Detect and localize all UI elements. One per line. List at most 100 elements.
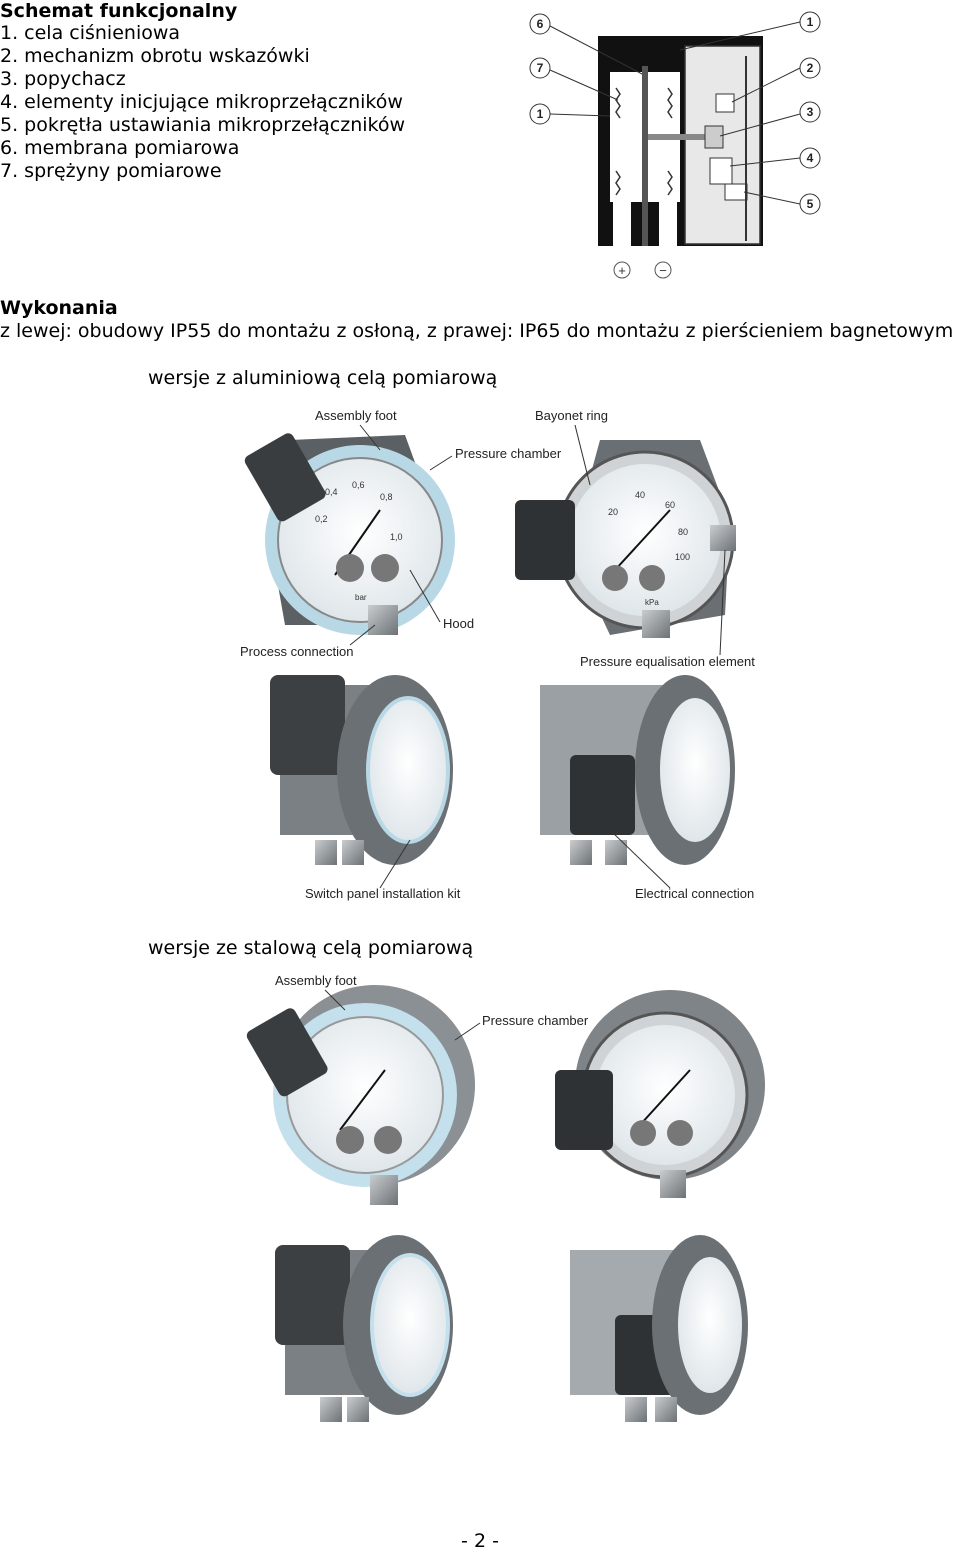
minus-symbol: −	[654, 261, 672, 279]
electrical-connector	[270, 675, 345, 775]
versions-description: z lewej: obudowy IP55 do montażu z osłon…	[0, 320, 954, 342]
svg-text:0,6: 0,6	[352, 480, 365, 490]
callout-right-2: 2	[731, 57, 821, 103]
set-point-knob-2	[374, 1126, 402, 1154]
pressure-equalisation-element	[710, 525, 736, 551]
list-item: 2. mechanizm obrotu wskazówki	[0, 45, 310, 67]
svg-text:−: −	[659, 263, 667, 278]
gauge-ip65-front: 20 40 60 80 100 kPa	[515, 440, 736, 638]
svg-text:0,4: 0,4	[325, 487, 338, 497]
port-plus	[613, 202, 631, 246]
process-connection-port	[625, 1397, 647, 1422]
svg-text:3: 3	[807, 105, 814, 119]
svg-text:+: +	[618, 263, 626, 278]
electrical-connector	[555, 1070, 613, 1150]
svg-text:bar: bar	[355, 593, 367, 602]
switch-initiators	[709, 157, 733, 185]
aluminium-versions-illustration: 0,4 0,6 0,2 0,8 1,0 bar 20 40 60 80 100 …	[240, 408, 755, 901]
process-connection-port	[342, 840, 364, 865]
steel-subtitle: wersje ze stalową celą pomiarową	[148, 937, 474, 959]
electrical-connector	[246, 1008, 328, 1097]
leader-line	[349, 624, 376, 646]
steel-gauge-ip55-front	[246, 985, 475, 1205]
electrical-connector	[244, 433, 326, 522]
svg-text:6: 6	[537, 17, 544, 31]
pointer-mechanism	[704, 125, 724, 149]
leader-line	[429, 455, 453, 471]
set-point-knob-1	[630, 1120, 656, 1146]
svg-text:20: 20	[608, 507, 618, 517]
svg-text:7: 7	[537, 61, 544, 75]
list-item: 3. popychacz	[0, 68, 126, 90]
callout-right-1: 1	[679, 11, 821, 51]
leader-line	[454, 1022, 481, 1041]
pointer	[339, 1069, 386, 1131]
set-point-knob-1	[336, 1126, 364, 1154]
set-point-knob-1	[336, 554, 364, 582]
process-connection-port	[660, 1170, 686, 1198]
steel-versions-illustration: Assembly foot Pressure chamber	[246, 973, 765, 1422]
callout-left-6: 6	[529, 13, 643, 75]
steel-gauge-ip65-side	[570, 1235, 748, 1422]
pointer	[639, 1069, 691, 1126]
dial-face	[366, 696, 450, 844]
dial-face	[660, 698, 730, 842]
dial-face	[569, 464, 721, 616]
callout-left-1: 1	[529, 103, 611, 125]
set-point-knob-1	[602, 565, 628, 591]
pusher	[648, 134, 708, 140]
functional-schematic-diagram: 6 7 1 1 2 3 4 5 +	[529, 11, 821, 279]
plus-symbol: +	[613, 261, 631, 279]
label-pressure-chamber: Pressure chamber	[455, 446, 562, 461]
set-point-knob-2	[639, 565, 665, 591]
gauge-ip55-side	[270, 675, 453, 865]
dial-face	[370, 1253, 450, 1397]
label-assembly-foot: Assembly foot	[315, 408, 397, 423]
electrical-connector	[515, 500, 575, 580]
dial-face	[595, 1025, 735, 1165]
page-number: - 2 -	[461, 1530, 499, 1552]
callout-left-7: 7	[529, 57, 619, 101]
pointer	[614, 509, 671, 571]
label-pressure-chamber: Pressure chamber	[482, 1013, 589, 1028]
list-item: 5. pokrętła ustawiania mikroprzełącznikó…	[0, 114, 406, 136]
svg-text:60: 60	[665, 500, 675, 510]
label-assembly-foot: Assembly foot	[275, 973, 357, 988]
list-item: 7. sprężyny pomiarowe	[0, 160, 222, 182]
label-process-connection: Process connection	[240, 644, 353, 659]
spring-lower-left	[615, 170, 621, 196]
process-connection-port	[368, 605, 398, 635]
list-item: 1. cela ciśnieniowa	[0, 22, 181, 44]
process-connection-port	[570, 840, 592, 865]
list-item: 6. membrana pomiarowa	[0, 137, 240, 159]
process-connection-port	[347, 1397, 369, 1422]
process-connection-port	[605, 840, 627, 865]
svg-text:5: 5	[807, 197, 814, 211]
port-minus	[659, 202, 677, 246]
leader-line	[359, 424, 381, 451]
pointer-pivot	[715, 93, 735, 113]
set-point-knob-2	[667, 1120, 693, 1146]
leader-line	[409, 569, 441, 623]
leader-line	[574, 424, 591, 486]
spring-upper-right	[667, 87, 673, 119]
label-pressure-equalisation: Pressure equalisation element	[580, 654, 755, 669]
svg-text:kPa: kPa	[645, 598, 659, 607]
label-hood: Hood	[443, 616, 474, 631]
svg-text:2: 2	[807, 61, 814, 75]
callout-right-3: 3	[719, 101, 821, 137]
leader-line	[609, 829, 671, 889]
gauge-ip55-front: 0,4 0,6 0,2 0,8 1,0 bar	[244, 433, 455, 635]
set-point-knob-2	[371, 554, 399, 582]
steel-gauge-ip55-side	[275, 1235, 453, 1422]
schematic-title: Schemat funkcjonalny	[0, 0, 238, 22]
svg-text:100: 100	[675, 552, 690, 562]
callout-right-5: 5	[743, 191, 821, 215]
leader-line	[719, 549, 726, 656]
electrical-connector	[570, 755, 635, 835]
label-bayonet-ring: Bayonet ring	[535, 408, 608, 423]
leader-line	[324, 989, 346, 1011]
leader-line	[379, 839, 411, 889]
versions-heading: Wykonania	[0, 297, 118, 319]
svg-text:40: 40	[635, 490, 645, 500]
